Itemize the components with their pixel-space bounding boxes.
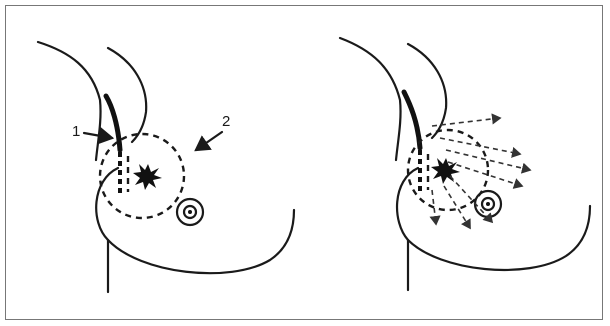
pectoral-band-left <box>106 96 120 150</box>
spread-arrow-2 <box>440 138 520 154</box>
torso-outline-left <box>38 42 101 160</box>
right-panel <box>340 38 590 290</box>
nipple-center-right <box>486 202 490 206</box>
label-2: 2 <box>222 113 230 130</box>
nipple-center-left <box>188 210 192 214</box>
tumor-star-right <box>431 158 460 184</box>
tumor-star-left <box>133 164 162 190</box>
label-2-arrow <box>196 132 222 150</box>
left-panel: 1 2 <box>38 42 294 292</box>
breast-outline-right <box>397 168 590 270</box>
breast-outline-left <box>96 168 294 273</box>
label-1: 1 <box>72 123 80 140</box>
shoulder-curve-left <box>108 48 146 142</box>
torso-outline-right <box>340 38 401 160</box>
pectoral-band-right <box>404 92 420 148</box>
